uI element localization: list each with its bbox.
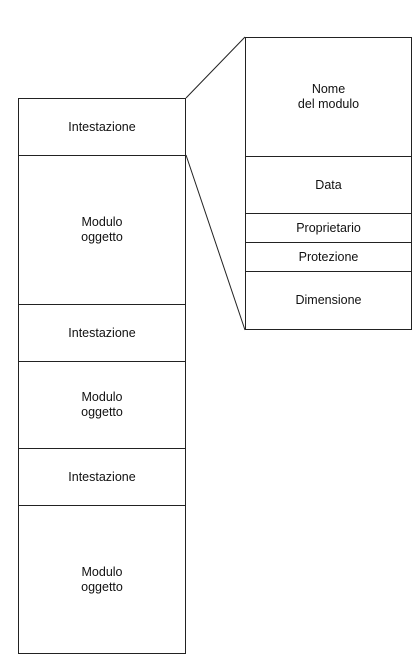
header-block-3: Intestazione [19, 449, 185, 506]
owner-field: Proprietario [246, 214, 411, 243]
connector-bottom [185, 154, 246, 331]
connector-top [185, 36, 246, 99]
header-block-1: Intestazione [19, 99, 185, 156]
module-name-field: Nome del modulo [246, 38, 411, 157]
header-detail-column: Nome del modulo Data Proprietario Protez… [245, 37, 412, 330]
object-module-block-1: Modulo oggetto [19, 156, 185, 305]
header-block-2: Intestazione [19, 305, 185, 362]
object-module-block-2: Modulo oggetto [19, 362, 185, 449]
file-structure-column: Intestazione Modulo oggetto Intestazione… [18, 98, 186, 654]
object-module-block-3: Modulo oggetto [81, 564, 123, 594]
size-field: Dimensione [295, 293, 362, 307]
protection-field: Protezione [246, 243, 411, 272]
date-field: Data [246, 157, 411, 214]
